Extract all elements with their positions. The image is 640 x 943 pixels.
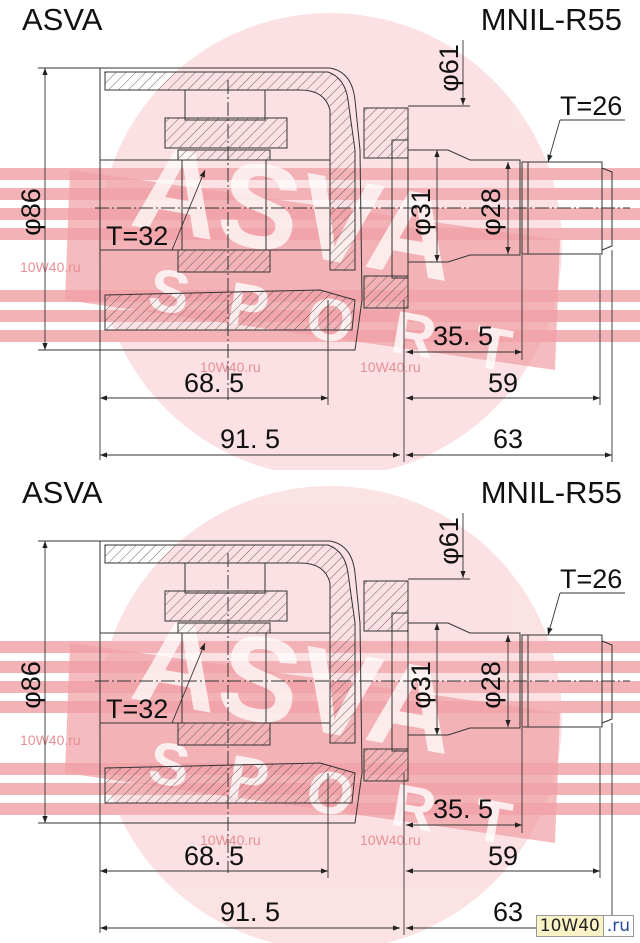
- dim-shaft-diameter: φ28: [476, 188, 506, 236]
- dim-flange-diameter: φ61: [434, 44, 464, 92]
- site-badge-right: .ru: [602, 916, 633, 936]
- dim-outer-teeth: T=26: [560, 91, 622, 121]
- watermark-tile: 10W40.ru: [200, 832, 261, 848]
- watermark-tile: 10W40.ru: [200, 359, 261, 375]
- site-badge-left: 10W40: [536, 916, 603, 936]
- dim-59: 59: [488, 841, 518, 871]
- dim-91-5: 91. 5: [220, 424, 280, 454]
- watermark-tile: 10W40.ru: [20, 732, 81, 748]
- drawing-panel: ASVA SPORT 10W40.ru 10W40.ru 10W40.ru: [0, 0, 640, 470]
- drawing-panel: ASVA SPORT 10W40.ru 10W40.ru 10W40.ru: [0, 473, 640, 943]
- brand-label: ASVA: [22, 475, 103, 510]
- part-outline: [95, 540, 630, 873]
- dimension-labels: φ86 φ61 φ31 φ28 T=32 T=26 35. 5 68. 5 59…: [16, 517, 622, 927]
- part-number: MNIL-R55: [480, 2, 622, 37]
- dimension-lines: [38, 513, 625, 935]
- dim-seal-diameter: φ31: [406, 661, 436, 709]
- dim-35-5: 35. 5: [433, 321, 493, 351]
- watermark-tile: 10W40.ru: [360, 359, 421, 375]
- dim-inner-teeth: T=32: [106, 221, 168, 251]
- site-badge: 10W40 .ru: [535, 915, 634, 937]
- cv-joint-drawing: ASVA SPORT 10W40.ru 10W40.ru 10W40.ru: [0, 13, 640, 470]
- dimension-lines: [38, 40, 625, 462]
- dim-35-5: 35. 5: [433, 794, 493, 824]
- dim-68-5: 68. 5: [184, 368, 244, 398]
- dimension-labels: φ86 φ61 φ31 φ28 T=32 T=26 35. 5 68. 5 59…: [16, 44, 622, 454]
- dim-outer-diameter: φ86: [16, 188, 46, 236]
- dim-inner-teeth: T=32: [106, 694, 168, 724]
- brand-label: ASVA: [22, 2, 103, 37]
- watermark-tile: 10W40.ru: [20, 259, 81, 275]
- dim-59: 59: [488, 368, 518, 398]
- cv-joint-drawing: ASVA SPORT 10W40.ru 10W40.ru 10W40.ru: [0, 486, 640, 943]
- dim-63: 63: [493, 424, 523, 454]
- dim-68-5: 68. 5: [184, 841, 244, 871]
- dim-flange-diameter: φ61: [434, 517, 464, 565]
- watermark-tile: 10W40.ru: [360, 832, 421, 848]
- dim-outer-teeth: T=26: [560, 564, 622, 594]
- dim-outer-diameter: φ86: [16, 661, 46, 709]
- dim-shaft-diameter: φ28: [476, 661, 506, 709]
- dim-seal-diameter: φ31: [406, 188, 436, 236]
- part-number: MNIL-R55: [480, 475, 622, 510]
- part-outline: [95, 67, 630, 400]
- dim-63: 63: [493, 897, 523, 927]
- dim-91-5: 91. 5: [220, 897, 280, 927]
